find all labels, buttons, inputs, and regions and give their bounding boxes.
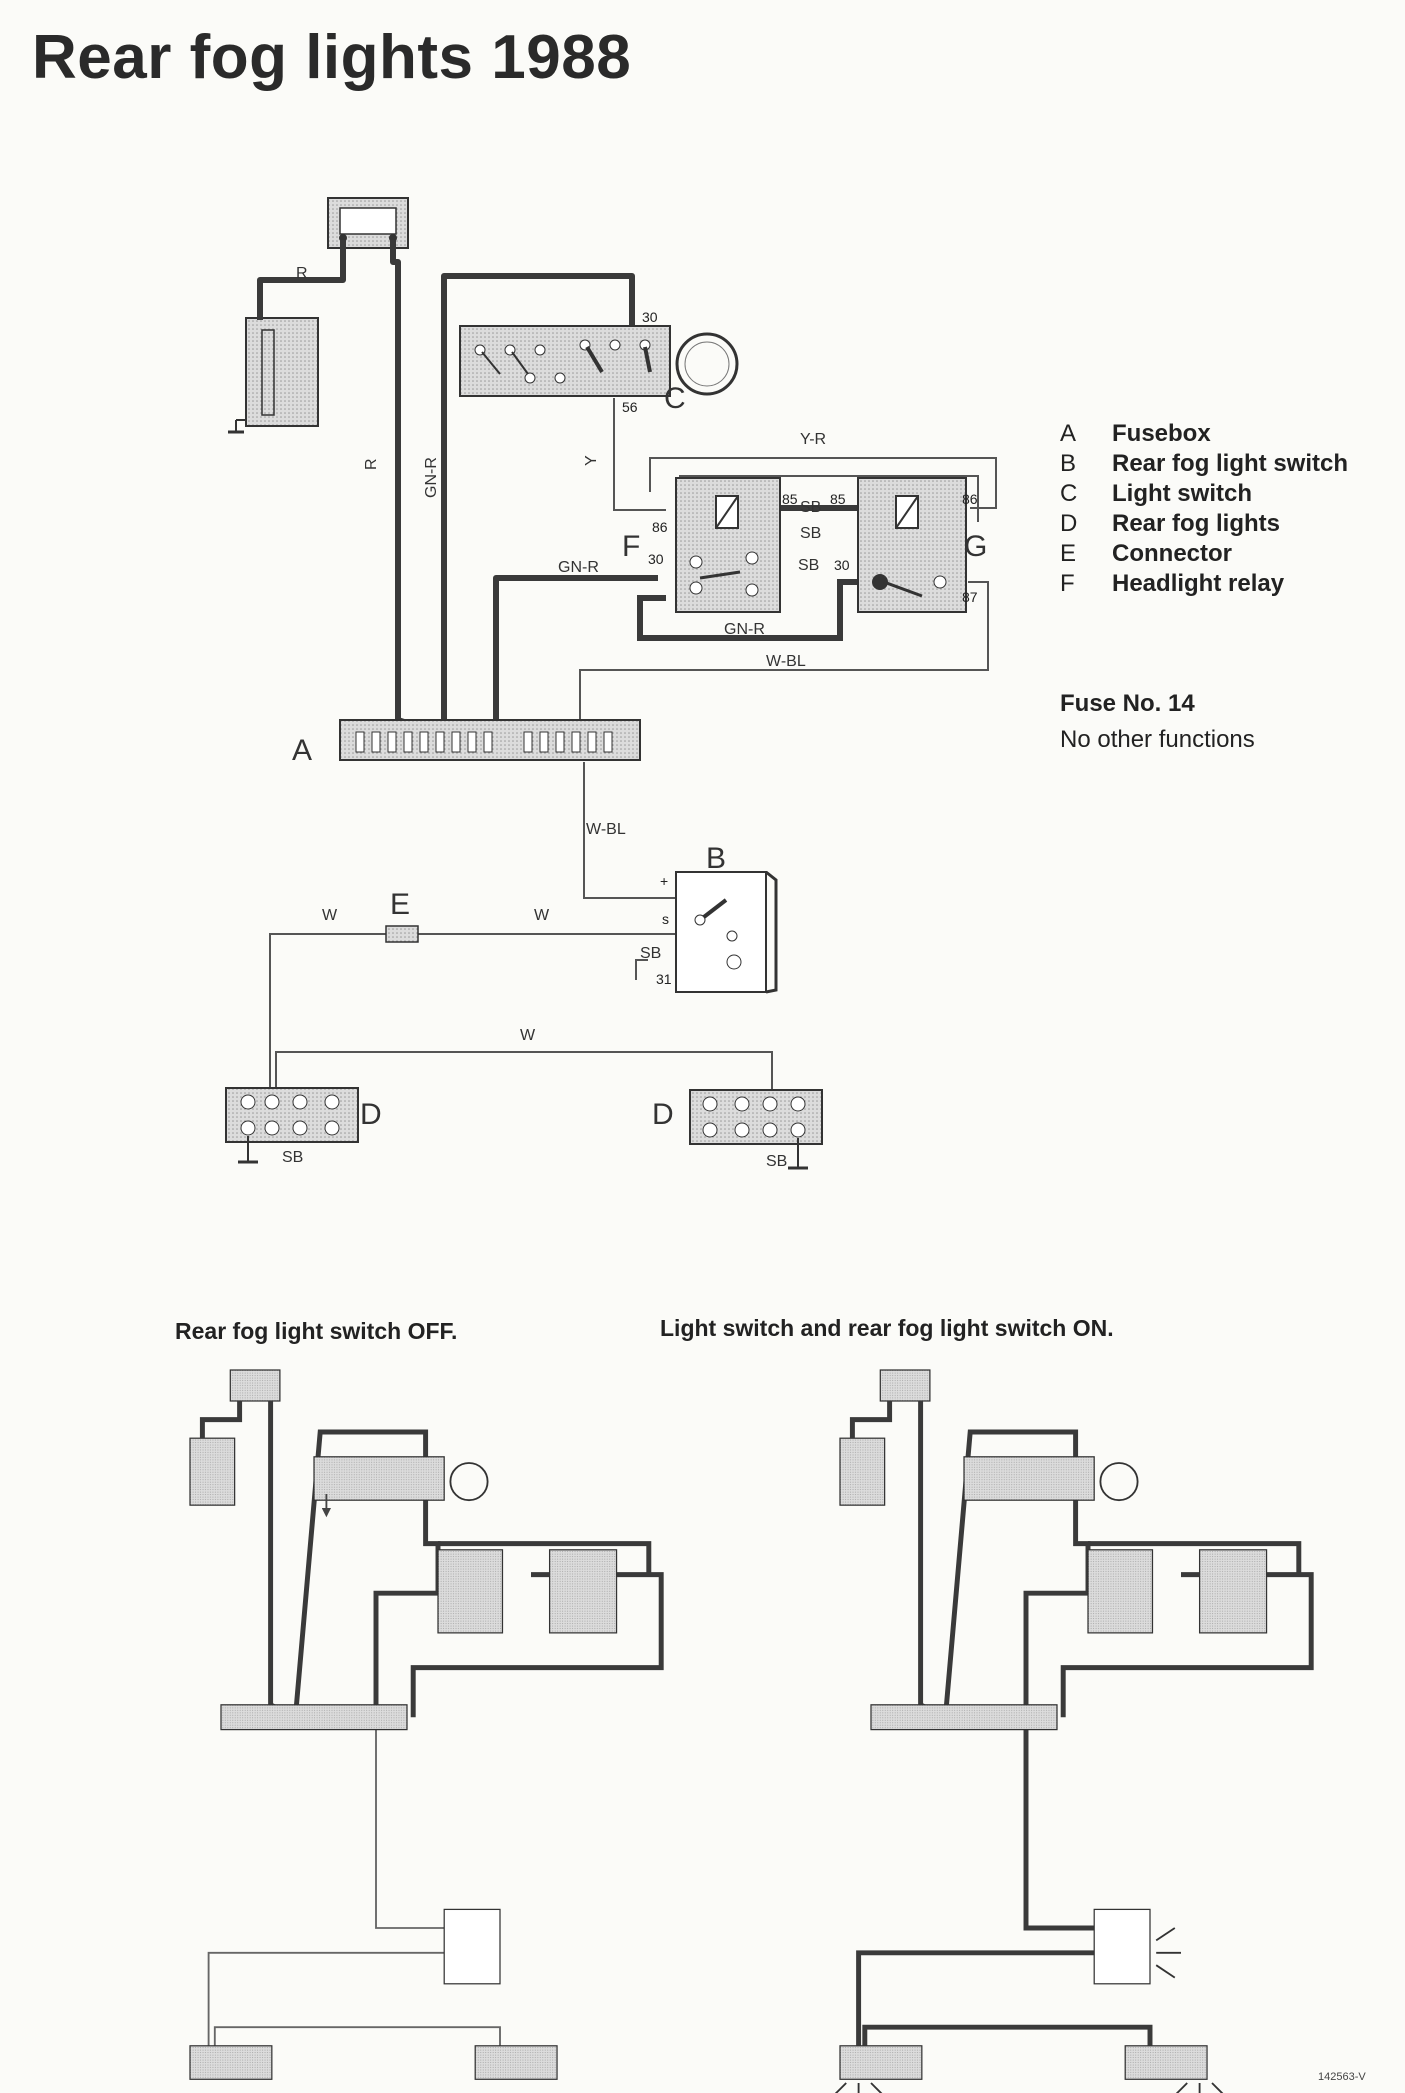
- fusebox-a: [339, 719, 641, 761]
- legend-key: C: [1060, 480, 1078, 507]
- legend-row-d: D Rear fog lights: [1060, 510, 1348, 540]
- legend-label: Rear fog light switch: [1112, 450, 1349, 477]
- connector-e: [385, 925, 419, 943]
- main-diagram: R R GN-R Y Y-R GN-R GN-R SB SB SB W-BL W…: [225, 197, 997, 1170]
- wire-label-y-r: Y-R: [800, 431, 826, 448]
- component-letter-d-right: D: [652, 1098, 674, 1131]
- legend-key: B: [1060, 450, 1077, 477]
- legend-key: E: [1060, 540, 1077, 567]
- legend-label: Connector: [1112, 540, 1232, 567]
- top-connector: [327, 197, 409, 249]
- terminal-plus: +: [660, 873, 668, 889]
- legend-key: F: [1060, 570, 1075, 597]
- legend-row-e: E Connector: [1060, 540, 1348, 570]
- legend-row-b: B Rear fog light switch: [1060, 450, 1348, 480]
- main-wires: [257, 240, 658, 735]
- wire-label-sb-switch: SB: [640, 945, 661, 962]
- fuse-number: Fuse No. 14: [1060, 690, 1195, 717]
- component-letter-f: F: [622, 530, 640, 563]
- legend-key: D: [1060, 510, 1078, 537]
- terminal-30-switch: 30: [642, 309, 658, 325]
- terminal-30-g: 30: [834, 557, 850, 573]
- legend-label: Rear fog lights: [1112, 510, 1281, 537]
- legend-label: Headlight relay: [1112, 570, 1285, 597]
- wire-label-sb-relay-3: SB: [798, 557, 819, 574]
- battery: [228, 317, 319, 434]
- terminal-85-f: 85: [782, 491, 798, 507]
- fuse-info: Fuse No. 14 No other functions: [1060, 690, 1255, 754]
- wire-label-r-top: R: [296, 265, 308, 282]
- rear-fog-switch-b: [675, 870, 778, 994]
- wire-label-sb-right: SB: [766, 1153, 787, 1170]
- wire-label-w-right: W: [534, 907, 550, 924]
- light-switch-c: [459, 325, 739, 397]
- wire-label-gn-r-horizontal: GN-R: [558, 559, 599, 576]
- caption-switch-off: Rear fog light switch OFF.: [175, 1318, 458, 1344]
- legend-label: Light switch: [1112, 480, 1252, 507]
- component-letter-g: G: [964, 530, 987, 563]
- rear-fog-light-right: [689, 1089, 823, 1170]
- terminal-85-g: 85: [830, 491, 846, 507]
- wire-label-w-lights: W: [520, 1027, 536, 1044]
- legend-row-a: A Fusebox: [1060, 420, 1348, 450]
- wire-label-gn-r-bottom: GN-R: [724, 621, 765, 638]
- component-letter-c: C: [664, 382, 686, 415]
- relay-link-wire: [637, 505, 880, 641]
- legend-row-f: F Headlight relay: [1060, 570, 1348, 600]
- wire-label-w-bl-top: W-BL: [766, 653, 806, 670]
- fuse-note: No other functions: [1060, 726, 1255, 753]
- wire-label-r-vertical: R: [363, 458, 380, 470]
- relay-g: [857, 477, 967, 613]
- terminal-56: 56: [622, 399, 638, 415]
- wire-label-sb-relay: SB: [800, 499, 821, 516]
- terminal-30-f: 30: [648, 551, 664, 567]
- terminal-31: 31: [656, 971, 672, 987]
- page-title: Rear fog lights 1988: [32, 23, 632, 92]
- component-legend: A Fusebox B Rear fog light switch C Light s…: [1060, 420, 1348, 600]
- wire-label-sb-left: SB: [282, 1149, 303, 1166]
- legend-key: A: [1060, 420, 1077, 447]
- wire-label-gn-r-vertical: GN-R: [423, 457, 440, 498]
- terminal-s: s: [662, 911, 669, 927]
- rear-fog-light-left: [225, 1087, 359, 1164]
- wire-label-sb-relay-2: SB: [800, 525, 821, 542]
- mini-diagram-switch-off: [189, 1369, 664, 2080]
- component-letter-d-left: D: [360, 1098, 382, 1131]
- headlight-relay-f: [675, 477, 781, 613]
- reference-number: 142563-V: [1318, 2071, 1366, 2083]
- wire-label-w-left: W: [322, 907, 338, 924]
- wire-label-w-bl-vertical: W-BL: [586, 821, 626, 838]
- component-letter-a: A: [292, 734, 312, 767]
- component-letter-b: B: [706, 842, 726, 875]
- terminal-86-f: 86: [652, 519, 668, 535]
- component-letter-e: E: [390, 888, 410, 921]
- caption-switch-on: Light switch and rear fog light switch O…: [660, 1315, 1114, 1341]
- wire-label-y: Y: [583, 455, 600, 466]
- terminal-87-g: 87: [962, 589, 978, 605]
- legend-label: Fusebox: [1112, 420, 1211, 447]
- terminal-86-g: 86: [962, 491, 978, 507]
- mini-diagram-switch-on: [834, 1369, 1314, 2093]
- legend-row-c: C Light switch: [1060, 480, 1348, 510]
